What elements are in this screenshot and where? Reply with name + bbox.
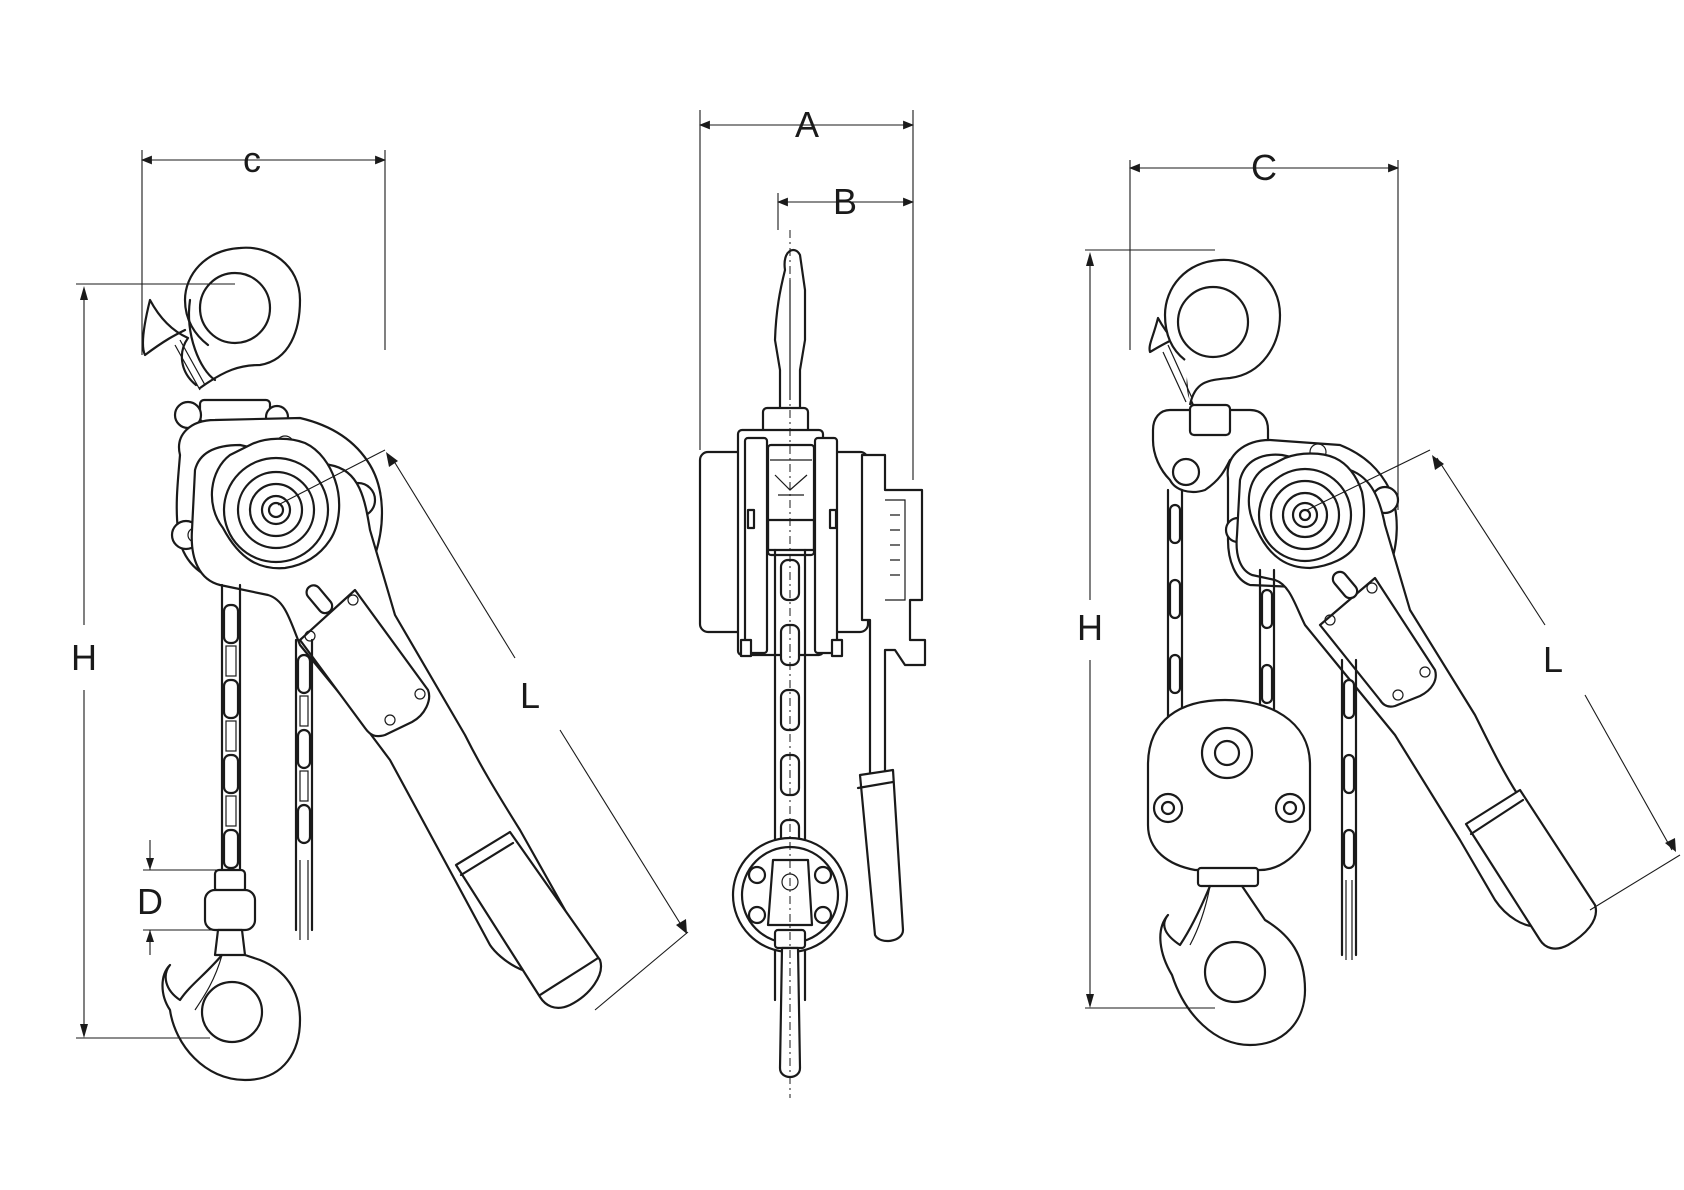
body-housing-front: [698, 406, 870, 658]
gear-drum-left: [210, 437, 341, 570]
slack-chain-left: [294, 638, 314, 940]
dim-label-l-left: L: [520, 675, 540, 716]
name-plate-right: [1318, 570, 1437, 708]
right-side-view: C H L: [1077, 147, 1681, 1047]
dimensions-right: C H L: [1077, 147, 1681, 1009]
left-side-view: c H D L: [71, 139, 689, 1082]
dim-label-h-left: H: [71, 637, 97, 678]
name-plate-left: [298, 584, 431, 738]
load-chain-left: [220, 583, 242, 882]
dim-label-d: D: [137, 881, 163, 922]
dim-label-b: B: [833, 181, 857, 222]
bottom-block-right: [1146, 698, 1312, 1047]
front-view: A B: [698, 104, 927, 1098]
dim-label-l-right: L: [1543, 639, 1563, 680]
gear-drum-right: [1247, 452, 1366, 570]
top-block-right: [1151, 403, 1270, 494]
dim-label-c-upper: C: [1251, 147, 1277, 188]
dimensions-front: A B: [698, 104, 915, 480]
top-hook-left: [141, 246, 302, 391]
bottom-hook-left: [161, 868, 302, 1082]
lever-handle-front: [856, 453, 927, 943]
dim-label-h-right: H: [1077, 607, 1103, 648]
load-chains-right: [1166, 488, 1358, 960]
dim-label-a: A: [795, 104, 819, 145]
top-hook-right: [1148, 258, 1282, 407]
dimensions-left: c H D L: [71, 139, 689, 1039]
dim-label-c: c: [243, 139, 261, 180]
